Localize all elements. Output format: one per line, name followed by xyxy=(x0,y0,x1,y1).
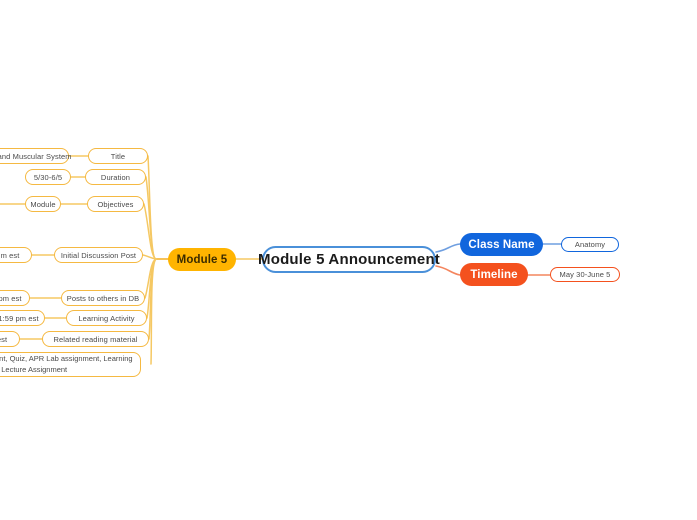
value-related-reading[interactable]: est xyxy=(0,331,20,347)
leaf-title-label: Title xyxy=(110,151,126,161)
leaf-initial-discussion-post[interactable]: Initial Discussion Post xyxy=(54,247,143,263)
value-posts-to-others-text: pm est xyxy=(0,293,22,303)
value-learning-activity[interactable]: 1:59 pm est xyxy=(0,310,45,326)
leaf-duration[interactable]: Duration xyxy=(85,169,146,185)
edge-hub-posts-others xyxy=(144,258,157,299)
value-timeline-text: May 30-June 5 xyxy=(559,270,611,279)
class-name-pill[interactable]: Class Name xyxy=(460,233,543,256)
value-objectives[interactable]: Module xyxy=(25,196,61,212)
assignments-line-1: ent, Quiz, APR Lab assignment, Learning xyxy=(0,353,133,363)
edge-hub-title xyxy=(147,155,157,260)
leaf-posts-to-others-label: Posts to others in DB xyxy=(66,293,140,303)
root-node[interactable]: Module 5 Announcement xyxy=(258,246,440,273)
edge-hub-related-reading xyxy=(148,258,157,340)
leaf-related-reading-material-label: Related reading material xyxy=(53,334,138,344)
value-learning-activity-text: 1:59 pm est xyxy=(0,313,39,323)
value-related-reading-text: est xyxy=(0,334,8,344)
timeline-pill-label: Timeline xyxy=(470,268,518,281)
leaf-related-reading-material[interactable]: Related reading material xyxy=(42,331,149,347)
value-class-name[interactable]: Anatomy xyxy=(561,237,619,252)
value-posts-to-others[interactable]: pm est xyxy=(0,290,30,306)
leaf-learning-activity-label: Learning Activity xyxy=(78,313,135,323)
edge-hub-initial-post xyxy=(142,254,157,260)
value-timeline[interactable]: May 30-June 5 xyxy=(550,267,620,282)
class-name-pill-label: Class Name xyxy=(468,238,535,251)
value-title[interactable]: ts and Muscular System xyxy=(0,148,72,164)
assignments-block[interactable]: ent, Quiz, APR Lab assignment, Learning … xyxy=(0,352,141,377)
timeline-pill[interactable]: Timeline xyxy=(460,263,528,286)
module-5-pill-label: Module 5 xyxy=(176,253,228,266)
leaf-duration-label: Duration xyxy=(100,172,131,182)
value-initial-discussion-post[interactable]: m est xyxy=(0,247,32,263)
edge-hub-assignments xyxy=(150,258,157,365)
value-class-name-text: Anatomy xyxy=(574,240,606,249)
edge-hub-objectives xyxy=(143,203,157,260)
assignments-line-2: o Lecture Assignment xyxy=(0,364,68,374)
edge-hub-learning-activity xyxy=(146,258,157,319)
edge-hub-duration xyxy=(145,176,157,260)
value-duration-text: 5/30-6/5 xyxy=(33,172,63,182)
leaf-learning-activity[interactable]: Learning Activity xyxy=(66,310,147,326)
value-objectives-text: Module xyxy=(30,199,56,209)
leaf-initial-discussion-post-label: Initial Discussion Post xyxy=(60,250,137,260)
value-duration[interactable]: 5/30-6/5 xyxy=(25,169,71,185)
leaf-title[interactable]: Title xyxy=(88,148,148,164)
leaf-objectives[interactable]: Objectives xyxy=(87,196,144,212)
root-node-label: Module 5 Announcement xyxy=(258,251,440,268)
leaf-objectives-label: Objectives xyxy=(97,199,134,209)
value-title-text: ts and Muscular System xyxy=(0,151,72,161)
leaf-posts-to-others[interactable]: Posts to others in DB xyxy=(61,290,145,306)
module-5-pill[interactable]: Module 5 xyxy=(168,248,236,271)
value-initial-discussion-post-text: m est xyxy=(0,250,20,260)
